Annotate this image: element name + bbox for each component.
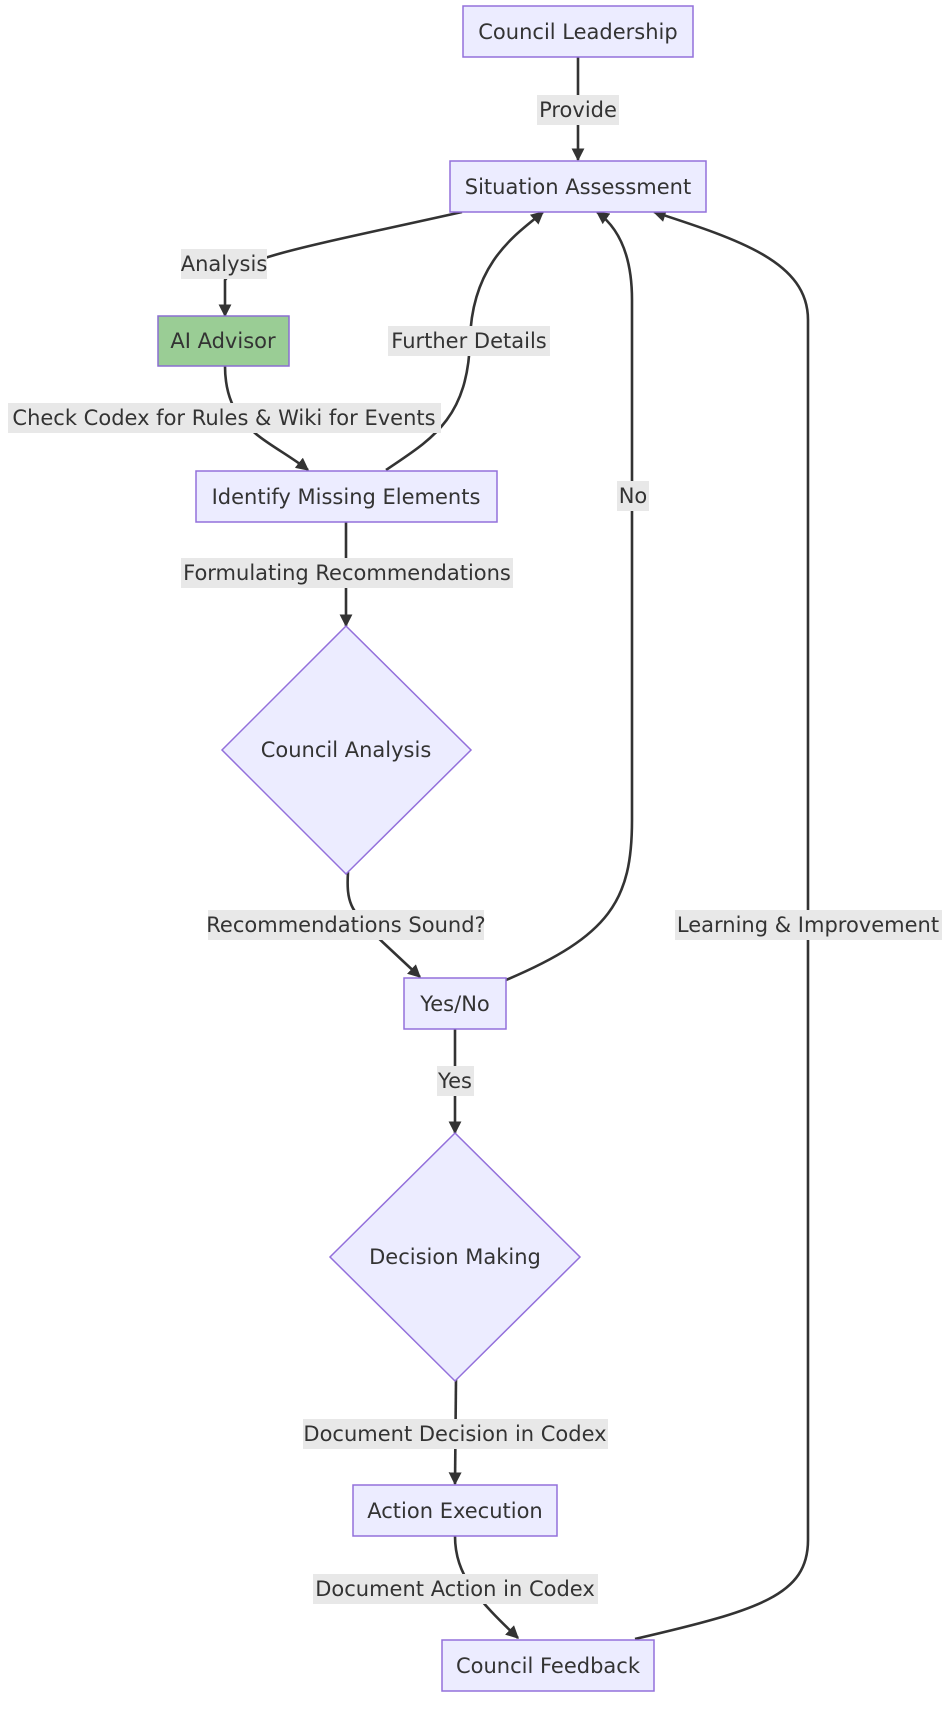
node-council-leadership: Council Leadership xyxy=(462,5,694,58)
edge-label-provide: Provide xyxy=(537,95,619,125)
edge-yesno-to-assessment xyxy=(505,210,634,982)
svg-text:AI Advisor: AI Advisor xyxy=(170,329,276,353)
svg-text:Situation Assessment: Situation Assessment xyxy=(465,175,691,199)
node-decision-making: Decision Making xyxy=(328,1131,582,1383)
edge-label-formulating: Formulating Recommendations xyxy=(181,558,513,588)
edge-label-analysis: Analysis xyxy=(181,249,268,279)
svg-text:Recommendations Sound?: Recommendations Sound? xyxy=(206,913,485,937)
edge-label-document-action: Document Action in Codex xyxy=(313,1574,598,1604)
node-council-feedback: Council Feedback xyxy=(441,1639,655,1692)
edge-label-further-details: Further Details xyxy=(388,326,550,356)
edge-label-yes: Yes xyxy=(437,1066,474,1096)
node-identify-missing-elements: Identify Missing Elements xyxy=(195,470,498,523)
node-situation-assessment: Situation Assessment xyxy=(449,160,707,213)
svg-text:Further Details: Further Details xyxy=(391,329,546,353)
svg-text:Analysis: Analysis xyxy=(181,252,268,276)
node-yes-no: Yes/No xyxy=(403,977,507,1030)
svg-text:Provide: Provide xyxy=(539,98,617,122)
svg-text:Council Leadership: Council Leadership xyxy=(478,20,677,44)
svg-text:Document Action in Codex: Document Action in Codex xyxy=(315,1577,595,1601)
svg-text:Council Feedback: Council Feedback xyxy=(456,1654,641,1678)
svg-text:Decision Making: Decision Making xyxy=(369,1245,541,1269)
node-council-analysis: Council Analysis xyxy=(220,624,473,876)
node-ai-advisor: AI Advisor xyxy=(157,315,290,367)
node-action-execution: Action Execution xyxy=(352,1484,558,1537)
edge-label-no: No xyxy=(617,481,649,511)
edge-label-recommendations-sound: Recommendations Sound? xyxy=(206,910,486,940)
svg-text:Document Decision in Codex: Document Decision in Codex xyxy=(303,1422,606,1446)
svg-text:Formulating Recommendations: Formulating Recommendations xyxy=(183,561,511,585)
edge-feedback-to-assessment xyxy=(634,209,810,1641)
edge-label-check-codex: Check Codex for Rules & Wiki for Events xyxy=(8,403,441,433)
edge-label-document-decision: Document Decision in Codex xyxy=(303,1419,608,1449)
svg-text:Check Codex for Rules & Wiki f: Check Codex for Rules & Wiki for Events xyxy=(12,406,435,430)
svg-text:Identify Missing Elements: Identify Missing Elements xyxy=(212,485,481,509)
svg-text:Action Execution: Action Execution xyxy=(367,1499,543,1523)
svg-text:No: No xyxy=(619,484,648,508)
svg-text:Learning & Improvement: Learning & Improvement xyxy=(677,913,939,937)
svg-text:Yes/No: Yes/No xyxy=(419,992,490,1016)
edge-label-learning: Learning & Improvement xyxy=(675,910,942,940)
svg-text:Yes: Yes xyxy=(437,1069,472,1093)
svg-text:Council Analysis: Council Analysis xyxy=(261,738,432,762)
